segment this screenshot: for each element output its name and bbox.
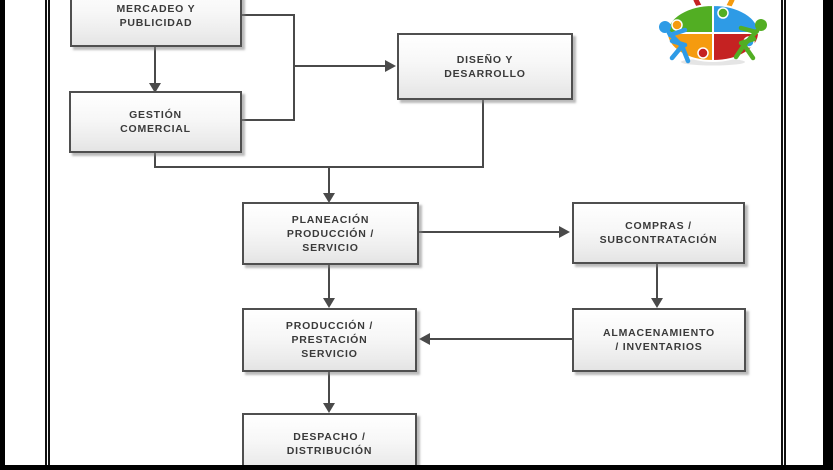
node-diseno-label: DISEÑO Y DESARROLLO xyxy=(444,53,526,81)
edge-planeacion-to-produccion-line xyxy=(328,264,330,299)
puzzle-tab-red xyxy=(697,47,709,59)
page-border-right xyxy=(781,0,786,470)
edge-to-planeacion-line xyxy=(328,166,330,194)
node-gestion-comercial: GESTIÓN COMERCIAL xyxy=(69,91,242,153)
node-text-line: DISEÑO Y xyxy=(456,53,514,66)
node-produccion-prestacion-servicio: PRODUCCIÓN / PRESTACIÓN SERVICIO xyxy=(242,308,417,372)
node-text-line: PLANEACIÓN xyxy=(291,213,370,226)
node-mercadeo-publicidad: MERCADEO Y PUBLICIDAD xyxy=(70,0,242,47)
puzzle-tab-green xyxy=(717,7,729,19)
edge-produccion-to-despacho-arrowhead xyxy=(323,403,335,413)
blue-stick-figure xyxy=(659,21,691,64)
node-almacenamiento-inventarios: ALMACENAMIENTO / INVENTARIOS xyxy=(572,308,746,372)
letterbox-bottom-bar xyxy=(5,465,823,470)
edge-mercadeo-to-gestion-arrowhead xyxy=(149,83,161,93)
node-text-line: / INVENTARIOS xyxy=(615,341,703,353)
edge-bracket-bottom-line xyxy=(242,119,295,121)
edge-almacenamiento-to-produccion-arrowhead xyxy=(419,333,430,345)
node-text-line: COMPRAS / xyxy=(625,220,692,232)
teamwork-puzzle-logo-icon xyxy=(659,0,767,66)
letterbox-right-bar xyxy=(823,0,833,470)
edge-almacenamiento-to-produccion-line xyxy=(430,338,572,340)
edge-planeacion-to-compras-arrowhead xyxy=(559,226,570,238)
edge-planeacion-to-compras-line xyxy=(419,231,559,233)
edge-compras-to-almacenamiento-arrowhead xyxy=(651,298,663,308)
node-text-line: SERVICIO xyxy=(302,241,359,254)
edge-bracket-vertical-line xyxy=(293,14,295,121)
node-text-line: SUBCONTRATACIÓN xyxy=(599,234,718,246)
edge-to-diseno-arrowhead xyxy=(385,60,396,72)
edge-gestion-down-line xyxy=(154,153,156,168)
edge-bracket-top-line xyxy=(242,14,295,16)
letterbox-left-bar xyxy=(0,0,5,470)
puzzle-tab-orange xyxy=(671,19,683,31)
node-text-line: COMERCIAL xyxy=(120,123,191,135)
edge-mercadeo-to-gestion-line xyxy=(154,47,156,84)
node-produccion-label: PRODUCCIÓN / PRESTACIÓN SERVICIO xyxy=(286,319,373,361)
page-border-left xyxy=(45,0,50,470)
node-almacenamiento-label: ALMACENAMIENTO / INVENTARIOS xyxy=(603,326,715,354)
green-stick-figure xyxy=(733,19,767,61)
node-text-line: PUBLICIDAD xyxy=(119,16,193,29)
node-text-line: DISTRIBUCIÓN xyxy=(286,445,373,457)
edge-to-diseno-line xyxy=(295,65,385,67)
edge-compras-to-almacenamiento-line xyxy=(656,264,658,299)
edge-planeacion-to-produccion-arrowhead xyxy=(323,298,335,308)
node-text-line: PRODUCCIÓN / xyxy=(286,227,375,240)
edge-produccion-to-despacho-line xyxy=(328,371,330,404)
node-mercadeo-label: MERCADEO Y PUBLICIDAD xyxy=(117,2,196,30)
node-text-line: MERCADEO Y xyxy=(116,2,196,15)
node-text-line: DESARROLLO xyxy=(444,67,526,80)
node-text-line: PRODUCCIÓN / xyxy=(285,320,374,332)
edge-diseno-down-line xyxy=(482,100,484,168)
node-despacho-label: DESPACHO / DISTRIBUCIÓN xyxy=(287,430,372,458)
node-planeacion-label: PLANEACIÓN PRODUCCIÓN / SERVICIO xyxy=(287,213,374,255)
node-despacho-distribucion: DESPACHO / DISTRIBUCIÓN xyxy=(242,413,417,470)
node-compras-subcontratacion: COMPRAS / SUBCONTRATACIÓN xyxy=(572,202,745,264)
node-text-line: SERVICIO xyxy=(301,348,358,360)
edge-merge-horizontal-line xyxy=(154,166,484,168)
node-text-line: GESTIÓN xyxy=(129,109,182,121)
node-text-line: ALMACENAMIENTO xyxy=(603,327,715,339)
node-gestion-label: GESTIÓN COMERCIAL xyxy=(120,108,191,136)
node-text-line: DESPACHO / xyxy=(293,431,366,443)
node-compras-label: COMPRAS / SUBCONTRATACIÓN xyxy=(600,219,718,247)
node-diseno-desarrollo: DISEÑO Y DESARROLLO xyxy=(397,33,573,100)
node-planeacion-produccion-servicio: PLANEACIÓN PRODUCCIÓN / SERVICIO xyxy=(242,202,419,265)
node-text-line: PRESTACIÓN xyxy=(291,334,368,346)
edge-to-planeacion-arrowhead xyxy=(323,193,335,203)
